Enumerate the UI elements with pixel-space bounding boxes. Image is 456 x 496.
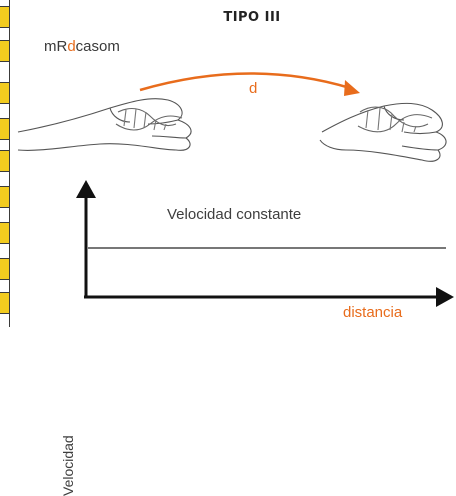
strip-cell xyxy=(0,82,9,104)
diagram-canvas xyxy=(17,72,454,307)
strip-cell xyxy=(0,6,9,28)
strip-cell xyxy=(0,40,9,62)
strip-cell xyxy=(0,292,9,314)
y-axis-label: Velocidad xyxy=(60,435,76,496)
brand-suffix: casom xyxy=(75,38,120,55)
right-hand-illustration xyxy=(319,102,447,162)
motion-arc-arrow xyxy=(139,72,351,92)
strip-cell xyxy=(0,150,9,172)
brand-accent: d xyxy=(67,38,76,55)
strip-cell xyxy=(0,222,9,244)
x-axis-label: distancia xyxy=(343,304,403,321)
constant-velocity-label: Velocidad constante xyxy=(167,206,302,223)
left-hand-illustration xyxy=(17,98,192,151)
diagram-title: TIPO III xyxy=(223,10,281,25)
brand-prefix: mR xyxy=(44,38,68,55)
x-axis-arrowhead xyxy=(436,287,454,307)
distance-symbol: d xyxy=(249,80,258,97)
strip-cell xyxy=(0,118,9,140)
left-strip xyxy=(0,0,10,327)
strip-cell xyxy=(0,186,9,208)
brand-logo: mRdcasom xyxy=(44,38,120,55)
strip-cell xyxy=(0,258,9,280)
arc-arrowhead xyxy=(344,80,360,96)
y-axis-arrowhead xyxy=(76,180,96,198)
